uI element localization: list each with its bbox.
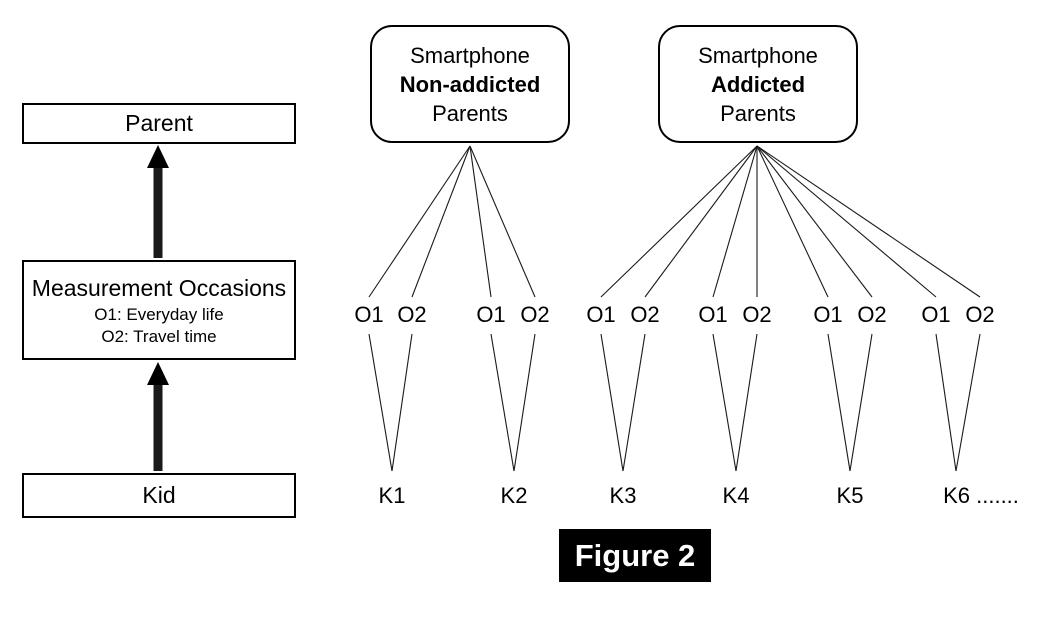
measurement-occasion-2-label: O2: Travel time [101,326,217,346]
fan-line [756,145,829,298]
v-line [490,333,515,472]
fan-line [469,145,536,298]
occasion-label-o2-5: O2 [857,302,887,327]
fan-line [756,145,937,298]
arrow-head-up [147,145,169,168]
measurement-occasion-1-label: O1: Everyday life [94,304,224,324]
v-line [935,333,957,472]
occasion-label-o2-4: O2 [742,302,772,327]
occasion-label-o2-6: O2 [965,302,995,327]
occasion-label-o1-2: O1 [476,302,506,327]
occasion-label-o1-6: O1 [921,302,951,327]
fan-line [712,145,758,298]
fan-line [756,145,981,298]
fan-line [756,145,873,298]
occasion-label-o1-1: O1 [354,302,384,327]
parent-box: Parent [22,103,296,144]
figure-caption-box: Figure 2 [559,529,711,582]
kid-box: Kid [22,473,296,518]
occasion-label-o2-3: O2 [630,302,660,327]
v-line [955,333,981,472]
group-1-line1: Smartphone [698,42,818,68]
fan-line [600,145,758,298]
parent-box-label: Parent [125,110,193,136]
v-line [513,333,536,472]
fan-line [469,145,492,298]
v-line [827,333,851,472]
occasion-label-o1-5: O1 [813,302,843,327]
group-1-line3: Parents [720,100,796,126]
group-0-line1: Smartphone [410,42,530,68]
group-0-line3: Parents [432,100,508,126]
v-line [849,333,873,472]
addicted-parents-box: Smartphone Addicted Parents [658,25,858,143]
occasion-label-o1-3: O1 [586,302,616,327]
occasion-label-o2-1: O2 [397,302,427,327]
non-addicted-parents-box: Smartphone Non-addicted Parents [370,25,570,143]
group-1-line2: Addicted [710,71,806,97]
v-line [712,333,737,472]
v-line [600,333,624,472]
v-line [368,333,393,472]
group-0-line2: Non-addicted [399,71,541,97]
measurement-occasions-title: Measurement Occasions [31,274,287,301]
measurement-occasions-box: Measurement Occasions O1: Everyday life … [22,260,296,360]
fan-line [368,145,471,298]
kid-label-k6: K6 ....... [943,483,1019,508]
kid-label-k1: K1 [378,483,406,508]
kid-label-k3: K3 [609,483,637,508]
kid-label-k5: K5 [836,483,864,508]
fan-line [411,145,471,298]
kid-box-label: Kid [142,482,176,508]
v-line [622,333,646,472]
kid-label-k2: K2 [500,483,528,508]
fan-line [644,145,758,298]
v-line [391,333,413,472]
arrow-head-up [147,362,169,385]
occasion-label-o2-2: O2 [520,302,550,327]
figure-caption-text: Figure 2 [574,537,696,573]
kid-label-k4: K4 [722,483,750,508]
occasion-label-o1-4: O1 [698,302,728,327]
v-line [735,333,758,472]
